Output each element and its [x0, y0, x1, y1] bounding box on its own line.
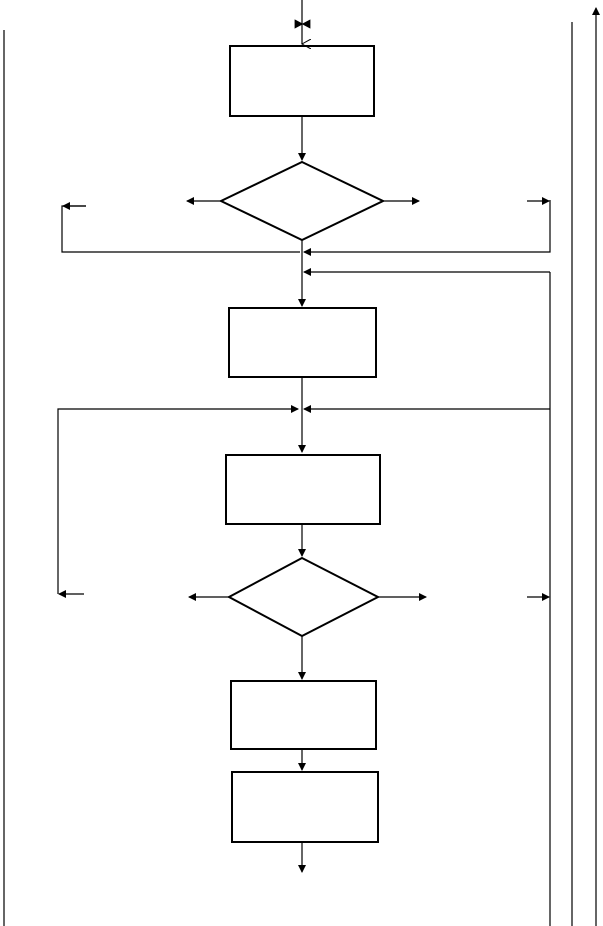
- process-5: [231, 771, 379, 843]
- process-4: [230, 680, 377, 750]
- left-return-path-2: [57, 405, 299, 594]
- process-2: [228, 307, 377, 378]
- process-1: [229, 45, 375, 117]
- left-return-path-1: [61, 205, 300, 253]
- decision-1: [218, 160, 386, 242]
- process-3: [225, 454, 381, 525]
- decision-2: [226, 556, 381, 638]
- entry-bowtie-icon: [294, 19, 311, 29]
- right-merge-path-1: [303, 200, 551, 256]
